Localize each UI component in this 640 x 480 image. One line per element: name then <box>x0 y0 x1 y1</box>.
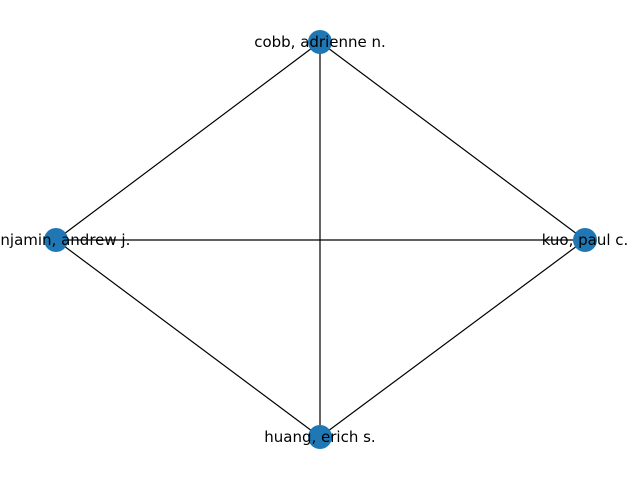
edge-cobb-benjamin <box>55 41 321 241</box>
edge-benjamin-huang <box>55 239 321 438</box>
node-layer <box>44 30 597 449</box>
node-kuo <box>573 228 597 252</box>
node-label-benjamin: benjamin, andrew j. <box>0 231 130 249</box>
edge-layer <box>55 41 586 438</box>
edge-cobb-kuo <box>319 41 586 241</box>
edge-kuo-huang <box>319 239 586 438</box>
node-label-cobb: cobb, adrienne n. <box>254 33 386 51</box>
node-cobb <box>308 30 332 54</box>
node-label-kuo: kuo, paul c. <box>542 231 629 249</box>
node-benjamin <box>44 228 68 252</box>
label-layer: cobb, adrienne n. benjamin, andrew j. kuo,… <box>0 33 628 446</box>
node-huang <box>308 425 332 449</box>
node-label-huang: huang, erich s. <box>264 428 375 446</box>
